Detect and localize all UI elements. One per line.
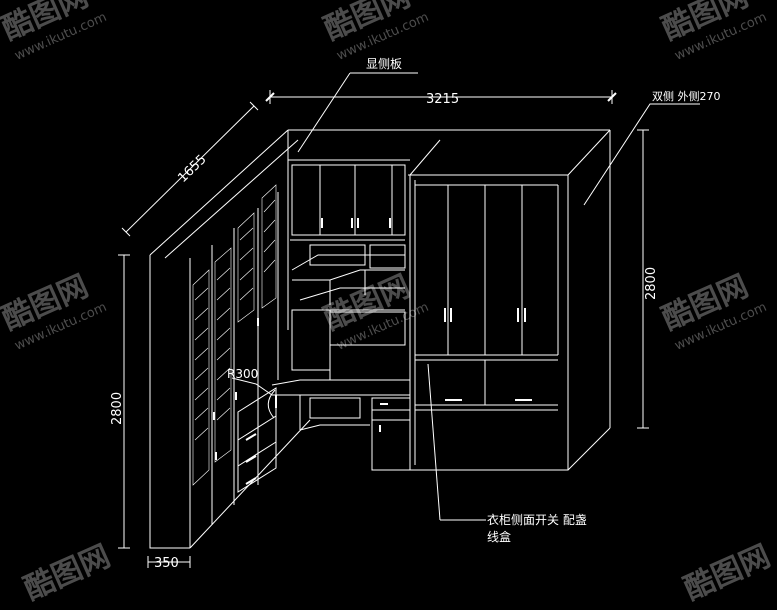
leader-lines xyxy=(231,72,700,521)
watermark-brand: 酷图网 xyxy=(19,539,115,608)
switch-note-line2: 线盒 xyxy=(487,529,511,544)
cabinet-linework xyxy=(149,129,611,549)
center-desk-section xyxy=(267,159,411,471)
dimension-panel-thickness-label: 350 xyxy=(154,556,179,571)
switch-note-line1: 衣柜侧面开关 配盏 xyxy=(487,512,587,527)
watermark-brand: 酷图网 xyxy=(679,539,775,608)
dimension-lines xyxy=(118,90,649,568)
visible-side-panel-label: 显侧板 xyxy=(366,57,402,71)
right-wardrobe xyxy=(408,129,611,471)
dimension-height-right-label: 2800 xyxy=(644,267,659,300)
dimension-width-label: 3215 xyxy=(426,92,459,107)
dimension-depth-label: 1655 xyxy=(175,152,209,186)
dimension-height-left-label: 2800 xyxy=(110,392,125,425)
left-cabinet-run xyxy=(149,129,440,549)
louvered-door xyxy=(192,184,277,486)
desk-radius-label: R300 xyxy=(227,367,258,381)
double-side-label: 双侧 外侧270 xyxy=(652,90,721,103)
